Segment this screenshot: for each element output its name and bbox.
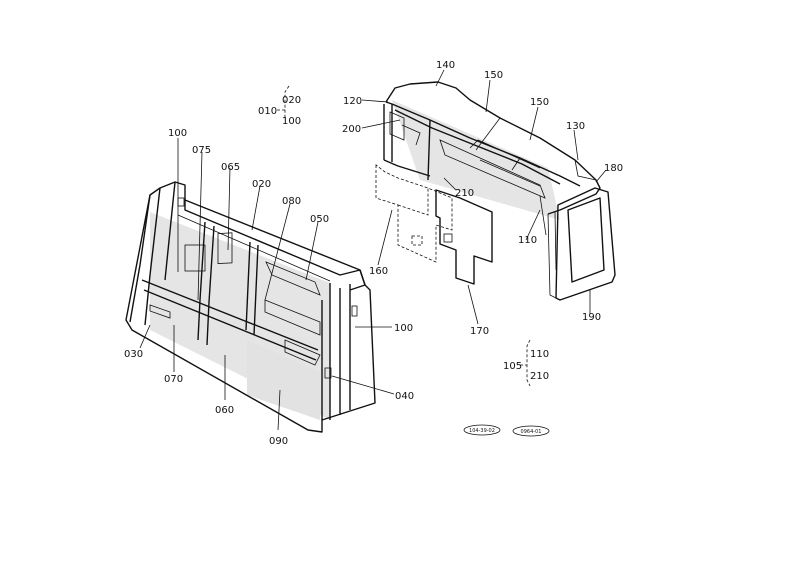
label-180: 180: [604, 163, 623, 174]
label-030: 030: [124, 349, 143, 360]
label-070: 070: [164, 374, 183, 385]
label-060: 060: [215, 405, 234, 416]
left-panel-assembly: [125, 181, 376, 433]
label-100-right: 100: [394, 323, 413, 334]
label-150-left: 150: [484, 70, 503, 81]
code-right: 0964-01: [521, 429, 542, 435]
side-window-frame: [555, 187, 616, 301]
label-065: 065: [221, 162, 240, 173]
label-020-top: 020: [282, 95, 301, 106]
label-110-bottom: 110: [530, 349, 549, 360]
label-210-bottom: 210: [530, 371, 549, 382]
label-020-left: 020: [252, 179, 271, 190]
label-160: 160: [369, 266, 388, 277]
part-number-labels: 010 020 100 140 150 150 120 130 200 180 …: [124, 60, 623, 447]
label-080: 080: [282, 196, 301, 207]
label-130: 130: [566, 121, 585, 132]
code-oval-left: [463, 424, 501, 436]
label-050: 050: [310, 214, 329, 225]
label-040: 040: [395, 391, 414, 402]
foam-pad-170: [435, 189, 493, 285]
label-105: 105: [503, 361, 522, 372]
label-200: 200: [342, 124, 361, 135]
lower-panel-090-face: [247, 340, 320, 420]
roof-outline: [385, 81, 601, 215]
label-140: 140: [436, 60, 455, 71]
right-housing-assembly: [375, 81, 616, 301]
label-170: 170: [470, 326, 489, 337]
code-oval-right: [512, 425, 550, 437]
label-120: 120: [343, 96, 362, 107]
label-100-left: 100: [168, 128, 187, 139]
label-090: 090: [269, 436, 288, 447]
foam-pad-160: [375, 164, 453, 263]
label-100-top: 100: [282, 116, 301, 127]
label-110-top: 110: [518, 235, 537, 246]
label-010: 010: [258, 106, 277, 117]
label-075: 075: [192, 145, 211, 156]
label-150-right: 150: [530, 97, 549, 108]
reference-codes: 104-39-02 0964-01: [463, 424, 550, 437]
leader-lines: [139, 69, 607, 431]
label-210-top: 210: [455, 188, 474, 199]
code-left: 104-39-02: [469, 428, 495, 434]
label-190: 190: [582, 312, 601, 323]
